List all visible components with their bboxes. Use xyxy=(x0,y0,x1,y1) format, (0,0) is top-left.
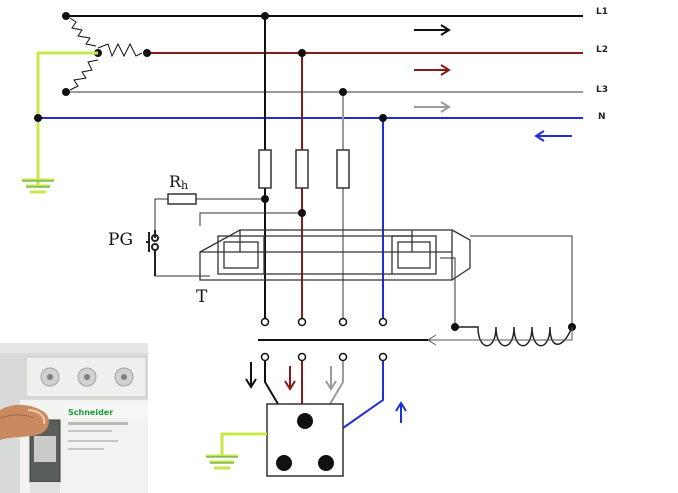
out-n xyxy=(342,361,384,429)
transformer-core xyxy=(199,229,471,281)
relay-coil xyxy=(455,326,573,347)
out-l1 xyxy=(264,361,279,405)
label-l2: L2 xyxy=(596,45,608,55)
out-arrow-n-icon xyxy=(395,401,407,423)
source-windings xyxy=(69,17,143,91)
fuse-l1 xyxy=(258,149,272,189)
out-l3 xyxy=(329,361,344,405)
earth-wire-top xyxy=(36,51,98,185)
fuse-l2 xyxy=(295,149,309,189)
node-l1-tap xyxy=(261,12,269,20)
earth-symbol-top-icon xyxy=(22,178,54,194)
earth-symbol-bottom-icon xyxy=(206,454,238,470)
socket-pin-top xyxy=(297,413,313,429)
node-coil-left xyxy=(451,323,459,331)
arrow-n-icon xyxy=(534,130,572,142)
test-button-label: PG xyxy=(108,230,133,250)
earth-symbol-bottom-shade xyxy=(206,456,238,464)
label-l3: L3 xyxy=(596,85,608,95)
arrow-l3-icon xyxy=(414,101,451,113)
resistor-label: Rh xyxy=(169,172,188,192)
earth-symbol-top-shade xyxy=(22,180,54,188)
arrow-l2-icon xyxy=(414,64,451,76)
node-l2-tap xyxy=(298,49,306,57)
test-button-icon[interactable] xyxy=(146,230,159,276)
label-n: N xyxy=(598,112,606,122)
node-l3-tap xyxy=(339,88,347,96)
test-wire-left xyxy=(154,198,168,230)
transformer-label: T xyxy=(196,287,208,307)
resistor-rh xyxy=(167,193,197,205)
switch-contacts-lower xyxy=(260,352,388,362)
node-n-source xyxy=(34,114,42,122)
out-arrow-l2-icon xyxy=(284,366,296,391)
socket-pin-left xyxy=(276,455,292,471)
secondary-wire-1 xyxy=(440,257,456,327)
out-arrow-l3-icon xyxy=(325,366,337,391)
socket-pin-right xyxy=(318,455,334,471)
node-test-l1 xyxy=(261,195,269,203)
node-test-l2 xyxy=(298,209,306,217)
test-wire-l2 xyxy=(199,212,302,226)
rcd-photo: Schneider xyxy=(0,343,148,493)
out-arrow-l1-icon xyxy=(245,362,257,389)
fuse-l3 xyxy=(336,149,350,189)
switch-contacts-upper xyxy=(260,317,388,327)
node-l1-source xyxy=(62,12,70,20)
node-l2-source xyxy=(143,49,151,57)
actuator-link xyxy=(428,327,573,341)
node-l3-source xyxy=(62,88,70,96)
earth-wire-bottom xyxy=(220,432,267,456)
photo-brand-label: Schneider xyxy=(68,408,113,417)
node-n-tap xyxy=(379,114,387,122)
secondary-wire-2 xyxy=(470,235,573,327)
arrow-l1-icon xyxy=(414,24,451,36)
label-l1: L1 xyxy=(596,7,608,17)
